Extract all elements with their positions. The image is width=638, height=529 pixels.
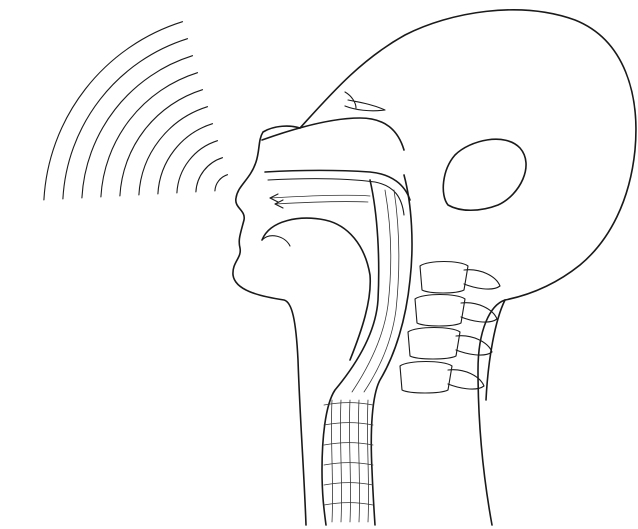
sound-waves <box>44 22 228 200</box>
trachea-fibre <box>340 400 341 522</box>
vertebra-process <box>464 270 500 289</box>
face-profile <box>233 126 306 525</box>
airway-flow-1 <box>352 190 391 392</box>
vertebra-process <box>456 336 492 355</box>
trachea-ring <box>324 503 373 505</box>
cervical-vertebrae <box>400 262 500 394</box>
trachea-fibre <box>349 400 350 522</box>
airflow-line-lower <box>275 202 368 204</box>
vertebra-body <box>415 295 465 327</box>
tongue-tip <box>262 236 290 246</box>
trachea-ring <box>324 403 373 405</box>
tongue <box>262 218 370 360</box>
sound-wave-arc <box>63 39 188 199</box>
trachea-ring <box>324 483 373 485</box>
eye <box>345 92 385 111</box>
airflow-line-upper <box>270 195 370 198</box>
sound-wave-arc <box>101 73 198 197</box>
trachea-rings <box>324 400 373 522</box>
vertebra-body <box>420 262 468 294</box>
trachea-fibre <box>358 400 359 522</box>
trachea-ring <box>324 463 373 465</box>
sound-wave-arc <box>120 90 203 196</box>
vertebra-body <box>400 362 452 394</box>
vertebra-body <box>408 328 460 360</box>
nasal-cavity <box>262 118 404 150</box>
sound-wave-arc <box>158 124 213 194</box>
sound-wave-arc <box>82 56 193 198</box>
sound-wave-arc <box>196 158 223 192</box>
ear-outline <box>443 139 526 210</box>
sound-wave-arc <box>215 175 228 191</box>
